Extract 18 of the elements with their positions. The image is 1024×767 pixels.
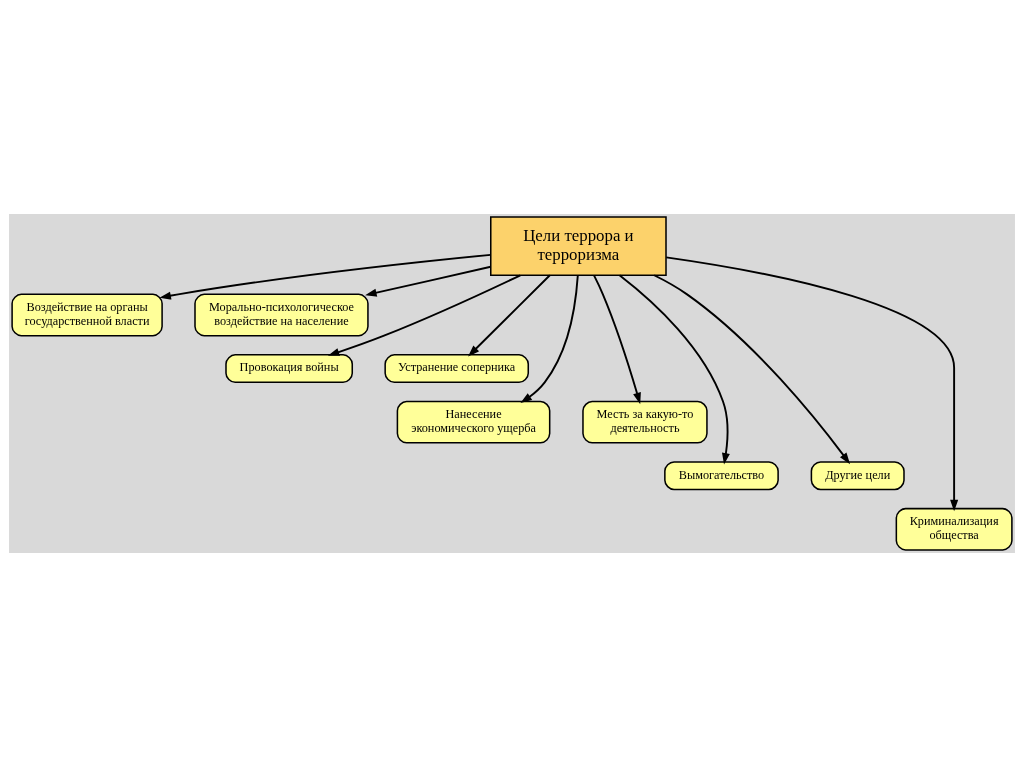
arrow <box>159 253 492 300</box>
node-box: Другие цели <box>810 461 905 491</box>
node-box: Вымогательство <box>664 461 779 491</box>
node-box: Провокация войны <box>225 354 354 384</box>
arrow <box>520 274 579 404</box>
arrow <box>653 274 851 465</box>
node-box: Цели террора и терроризма <box>490 216 667 276</box>
node-box: Устранение соперника <box>384 354 530 384</box>
arrow <box>468 274 551 357</box>
arrow <box>593 274 641 405</box>
node-box: Криминализация общества <box>895 507 1013 551</box>
node-box: Морально-психологическое воздействие на население <box>194 293 369 337</box>
node-box: Месть за какую-то деятельность <box>582 400 708 444</box>
node-box: Нанесение экономического ущерба <box>396 400 551 444</box>
node-box: Воздействие на органы государственной власти <box>11 293 163 337</box>
arrow <box>327 274 522 356</box>
arrow <box>618 274 730 465</box>
arrow <box>365 265 492 297</box>
